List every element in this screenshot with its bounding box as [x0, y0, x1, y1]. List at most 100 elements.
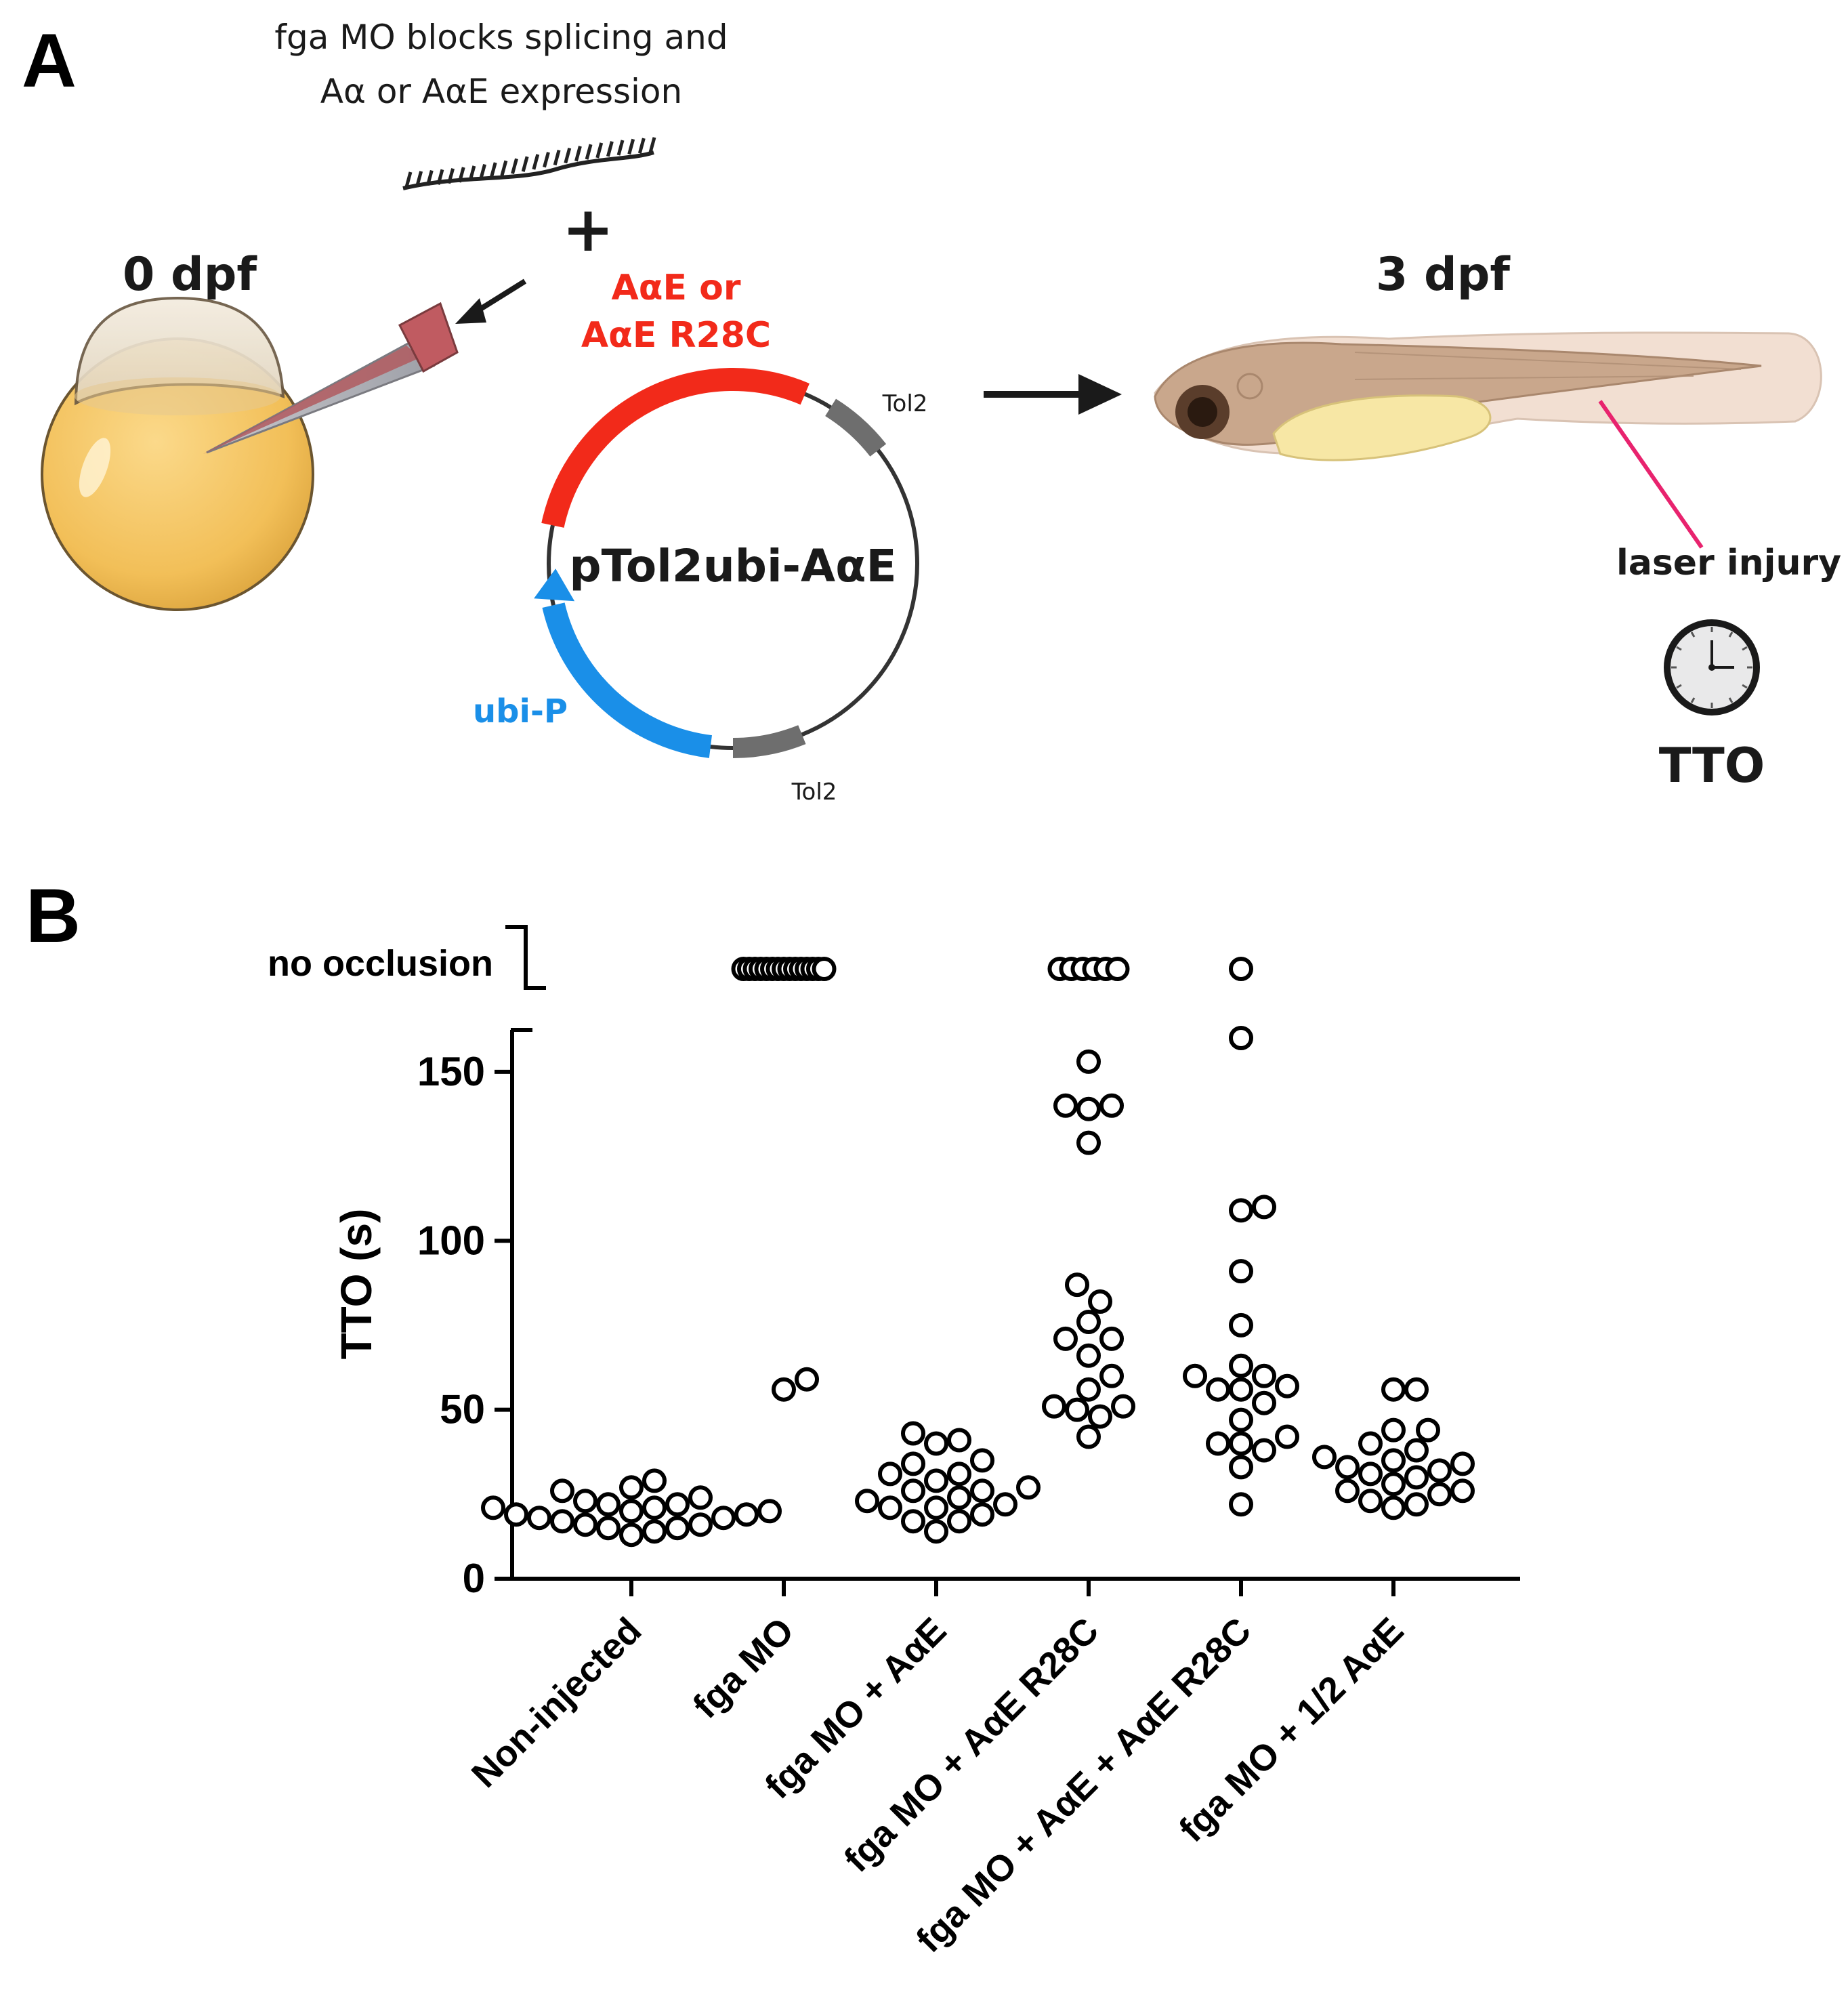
data-point	[947, 1509, 971, 1534]
data-point	[1229, 1455, 1253, 1480]
data-point	[1358, 1461, 1383, 1487]
insert-arc	[541, 367, 810, 528]
data-point	[1065, 1397, 1089, 1422]
data-point	[1053, 1093, 1078, 1118]
data-point	[642, 1519, 667, 1544]
x-tick-label: fga MO	[686, 1610, 802, 1726]
data-point	[1275, 1424, 1299, 1449]
panel-b-letter: B	[26, 873, 81, 958]
data-point	[1252, 1363, 1276, 1388]
data-point	[1076, 1377, 1101, 1402]
clock-icon	[1664, 619, 1760, 716]
data-point	[1229, 1431, 1253, 1456]
data-point	[901, 1421, 925, 1446]
embryo-icon	[41, 296, 314, 611]
data-point	[1381, 1495, 1406, 1520]
data-point	[1042, 1394, 1066, 1419]
tol2-arc-top	[824, 398, 887, 457]
insert-label-line1: AαE or	[612, 268, 741, 308]
promoter-arrowhead	[534, 568, 575, 602]
chart-axes	[510, 1028, 1520, 1581]
no-occlusion-label: no occlusion	[268, 943, 493, 984]
data-point	[1111, 1394, 1135, 1419]
data-point	[901, 1509, 925, 1534]
tol2-label-bottom: Tol2	[791, 779, 837, 806]
data-point	[878, 1461, 902, 1487]
readout-label: TTO	[1659, 738, 1765, 793]
data-point	[1229, 1492, 1253, 1517]
data-point	[1381, 1448, 1406, 1473]
data-point	[1404, 1438, 1429, 1463]
data-point	[665, 1492, 690, 1517]
data-point	[757, 1499, 782, 1524]
plus-sign: +	[562, 193, 614, 266]
data-point	[1076, 1424, 1101, 1449]
data-point	[1229, 1198, 1253, 1223]
data-point	[596, 1516, 621, 1541]
panel-a-letter: A	[22, 18, 77, 103]
data-point	[642, 1495, 667, 1520]
data-point	[1427, 1482, 1452, 1507]
data-point	[619, 1522, 644, 1548]
rna-strand-icon	[402, 137, 656, 190]
laser-beam	[1598, 400, 1704, 549]
data-point	[795, 1367, 819, 1392]
no-occlusion-bracket	[505, 925, 546, 990]
larva-icon	[1154, 331, 1822, 549]
data-point	[688, 1485, 713, 1510]
data-point	[1427, 1458, 1452, 1483]
data-point	[878, 1495, 902, 1520]
promoter-arc	[542, 602, 713, 758]
data-point	[596, 1492, 621, 1517]
data-point	[481, 1495, 505, 1520]
tol2-arc-bottom	[732, 725, 806, 758]
data-point	[970, 1502, 994, 1527]
injection-needle-icon	[203, 278, 527, 454]
data-point	[924, 1431, 948, 1456]
insert-label-line2: AαE R28C	[581, 315, 771, 356]
data-point	[901, 1478, 925, 1504]
data-point	[1229, 1026, 1253, 1050]
data-point	[970, 1478, 994, 1504]
data-point	[1053, 1326, 1078, 1351]
data-point	[1381, 1377, 1406, 1402]
panel-a: A fga MO blocks splicing and Aα or AαE e…	[22, 18, 1841, 806]
data-point	[1450, 1451, 1475, 1476]
data-point	[711, 1506, 736, 1531]
stage-right-label: 3 dpf	[1376, 248, 1511, 302]
y-tick-label: 50	[440, 1387, 485, 1432]
data-point	[550, 1478, 574, 1504]
morpholino-note-line2: Aα or AαE expression	[320, 72, 682, 111]
data-point	[1335, 1455, 1360, 1480]
data-point	[1099, 1363, 1124, 1388]
data-point	[619, 1475, 644, 1500]
data-point	[642, 1468, 667, 1493]
data-point	[772, 1377, 796, 1402]
data-point	[1381, 1417, 1406, 1443]
data-point	[947, 1461, 971, 1487]
data-point	[1076, 1049, 1101, 1074]
data-point	[1404, 1492, 1429, 1517]
data-point	[1229, 1312, 1253, 1338]
data-point	[1183, 1363, 1207, 1388]
data-point	[1076, 1096, 1101, 1121]
data-point	[1229, 1377, 1253, 1402]
data-point	[1229, 1259, 1253, 1284]
data-point	[1381, 1472, 1406, 1497]
plasmid-name: pTol2ubi-AαE	[569, 540, 896, 592]
data-point	[855, 1489, 879, 1514]
plasmid-icon: pTol2ubi-AαE AαE or AαE R28C ubi-P Tol2 …	[473, 268, 927, 806]
data-point	[1404, 1377, 1429, 1402]
data-point	[1099, 1093, 1124, 1118]
data-point	[1335, 1478, 1360, 1504]
data-point	[947, 1428, 971, 1453]
data-point	[993, 1492, 1017, 1517]
y-tick-label: 150	[417, 1049, 485, 1094]
data-point	[924, 1495, 948, 1520]
data-point	[901, 1451, 925, 1476]
data-point	[527, 1506, 551, 1531]
data-point	[1088, 1289, 1112, 1314]
data-point	[1229, 1407, 1253, 1432]
